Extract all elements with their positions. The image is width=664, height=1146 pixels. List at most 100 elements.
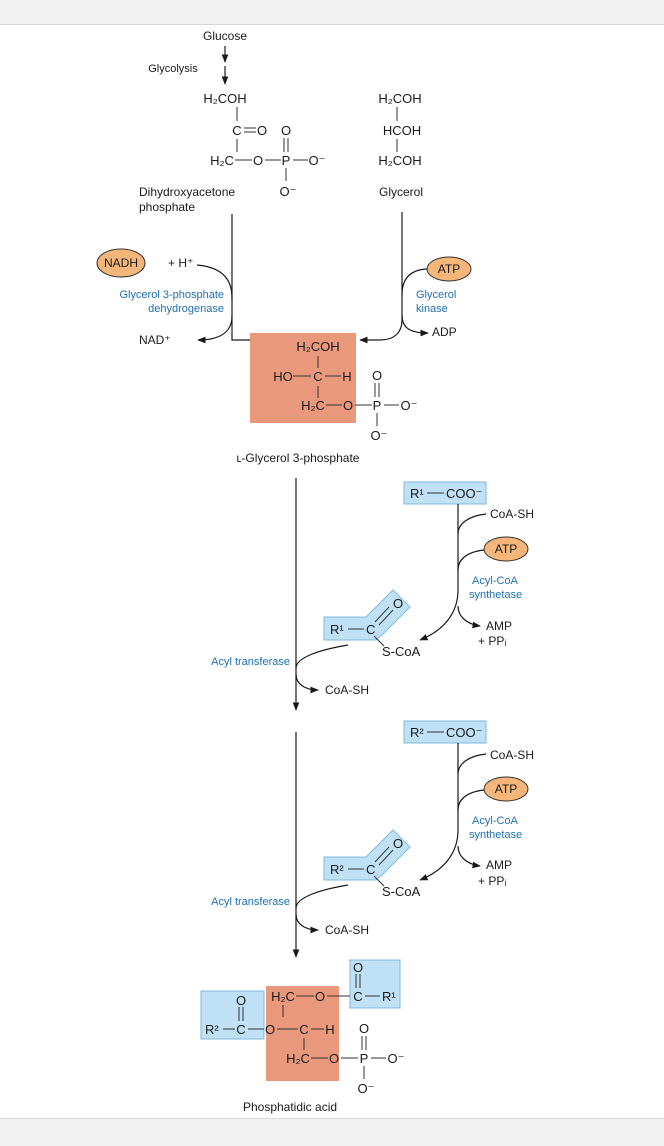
nad-plus-label: NAD⁺	[139, 333, 171, 347]
step1-atp-in-curve	[457, 549, 485, 571]
step1-synthetase-line2: synthetase	[469, 589, 522, 601]
step1-acyl-scoa: S-CoA	[382, 644, 421, 659]
step2-acyl-in-curve	[295, 884, 349, 909]
step2-activation-arrow	[419, 743, 459, 881]
g3p-name: ʟ-Glycerol 3-phosphate	[237, 451, 360, 465]
step1-coash-in: CoA-SH	[490, 507, 534, 521]
atp-in-curve	[401, 268, 428, 296]
step2-acid-r: R²	[410, 725, 424, 740]
figure-frame	[0, 24, 664, 1119]
step1-coash-in-curve	[457, 513, 487, 535]
dehydrogenase-line2: dehydrogenase	[148, 303, 224, 315]
dhap-h2coh: H₂COH	[203, 91, 246, 106]
pa-structure: H₂C O C O R¹ R² C O O C H H₂C O P O	[205, 960, 404, 1096]
plus-h-label: + H⁺	[168, 256, 193, 270]
step1-coash-out-curve	[295, 673, 319, 694]
kinase-line1: Glycerol	[416, 289, 456, 301]
pa-phosphorus: P	[360, 1051, 369, 1066]
step2-amp: AMP	[486, 858, 512, 872]
g3p-structure: H₂COH HO C H H₂C O P O O⁻ O⁻	[273, 339, 417, 443]
step1-synthetase-line1: Acyl-CoA	[472, 575, 519, 587]
g3p-center-c: C	[313, 369, 322, 384]
step2-acyl-scoa: S-CoA	[382, 884, 421, 899]
pa-h2c-top: H₂C	[271, 989, 295, 1004]
pa-center-c: C	[299, 1022, 308, 1037]
pa-phosphate-o-bottom: O⁻	[358, 1081, 375, 1096]
step1-acid-box	[403, 481, 487, 505]
adp-out-curve	[401, 314, 429, 337]
step1-atp-oval	[483, 536, 529, 562]
step1-acyl-r: R¹	[330, 622, 344, 637]
nadh-in-curve	[196, 264, 233, 301]
glucose-label: Glucose	[203, 29, 247, 43]
pa-r2-acyl-box	[200, 990, 265, 1040]
pa-r2: R²	[205, 1022, 219, 1037]
step2-coash-out-curve	[295, 913, 319, 934]
step2-atp-in-curve	[457, 789, 485, 811]
g3p-highlight	[250, 333, 356, 423]
step1-coash-out: CoA-SH	[325, 683, 369, 697]
step1-transferase: Acyl transferase	[211, 656, 290, 668]
step2-ppi: + PPᵢ	[478, 874, 506, 888]
adp-label: ADP	[432, 325, 457, 339]
step1-acyl-in-curve	[295, 644, 349, 669]
dhap-carbonyl-o: O	[257, 123, 267, 138]
step1-acyl-o: O	[393, 596, 403, 611]
pa-h: H	[325, 1022, 334, 1037]
step2-acid-box	[403, 720, 487, 744]
pa-ester-o2: O	[265, 1022, 275, 1037]
pa-h2c-bottom: H₂C	[286, 1051, 310, 1066]
step1-activation-arrow	[419, 504, 459, 641]
step2-acyl-c: C	[366, 862, 375, 877]
glycolysis-label: Glycolysis	[148, 63, 198, 75]
nadh-label: NADH	[104, 256, 138, 270]
dhap-to-g3p-arrow	[231, 214, 261, 344]
step2-acyl-box	[323, 829, 411, 881]
g3p-ho: HO	[273, 369, 293, 384]
step2-acyl-o: O	[393, 836, 403, 851]
step2-coash-out: CoA-SH	[325, 923, 369, 937]
pa-phosphate-o-top: O	[359, 1021, 369, 1036]
kinase-line2: kinase	[416, 303, 448, 315]
pa-carbonyl-o2: O	[236, 993, 246, 1008]
step2-synthetase-line1: Acyl-CoA	[472, 815, 519, 827]
pa-phosphate-o-right: O⁻	[388, 1051, 405, 1066]
step1-atp-label: ATP	[495, 542, 517, 556]
glycerol-h2coh-bottom: H₂COH	[378, 153, 421, 168]
nad-out-curve	[197, 315, 233, 344]
g3p-phosphate-o-top: O	[372, 368, 382, 383]
step1-acid-r: R¹	[410, 486, 424, 501]
pa-carbonyl-o1: O	[353, 960, 363, 975]
step1-acid-coo: COO⁻	[446, 486, 482, 501]
dhap-phosphate-o-bottom: O⁻	[280, 184, 297, 199]
step1-amp-out-curve	[457, 605, 481, 629]
dhap-phosphate-o-top: O	[281, 123, 291, 138]
glycerol-to-g3p-arrow	[359, 212, 403, 344]
glycerol-hcoh: HCOH	[383, 123, 421, 138]
pa-carbonyl-c1: C	[353, 989, 362, 1004]
g3p-phosphate-o-bottom: O⁻	[371, 428, 388, 443]
dhap-h2c: H₂C	[210, 153, 234, 168]
dhap-phosphorus: P	[282, 153, 291, 168]
step2-amp-out-curve	[457, 845, 481, 869]
dehydrogenase-line1: Glycerol 3-phosphate	[119, 289, 224, 301]
dhap-name-line2: phosphate	[139, 200, 195, 214]
step1-acyl-box	[323, 589, 411, 641]
step2-synthetase-line2: synthetase	[469, 829, 522, 841]
step2-coash-in-curve	[457, 753, 487, 775]
atp-label-kinase: ATP	[438, 262, 460, 276]
dhap-phosphate-o-right: O⁻	[309, 153, 326, 168]
pa-r1: R¹	[382, 989, 396, 1004]
g3p-phosphate-o-right: O⁻	[401, 398, 418, 413]
dhap-structure: H₂COH C O H₂C O P O O⁻ O⁻	[203, 91, 325, 199]
g3p-h2c: H₂C	[301, 398, 325, 413]
dhap-carbonyl-c: C	[232, 123, 241, 138]
step1-amp: AMP	[486, 619, 512, 633]
step2-atp-oval	[483, 776, 529, 802]
glycerol-name: Glycerol	[379, 185, 423, 199]
dhap-ester-o: O	[253, 153, 263, 168]
pa-name: Phosphatidic acid	[243, 1100, 337, 1114]
step1-ppi: + PPᵢ	[478, 634, 506, 648]
pa-carbonyl-c2: C	[236, 1022, 245, 1037]
